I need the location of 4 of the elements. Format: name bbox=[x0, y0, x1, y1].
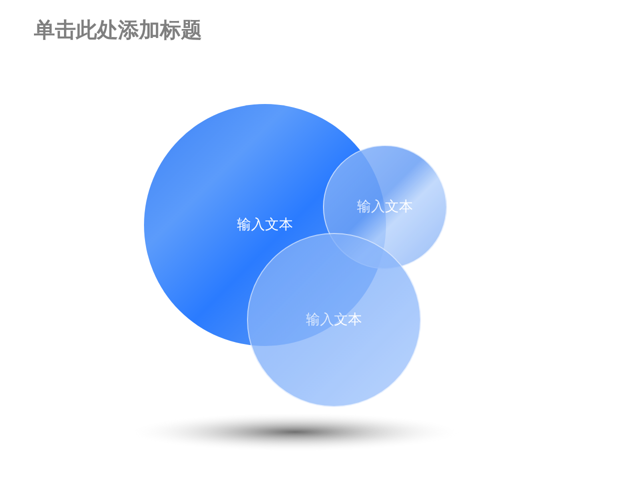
title: 单击此处添加标题 bbox=[34, 17, 202, 44]
circle-label: 输入文本 bbox=[305, 311, 363, 329]
circle-label: 输入文本 bbox=[356, 198, 414, 216]
circle-label: 输入文本 bbox=[236, 216, 294, 234]
